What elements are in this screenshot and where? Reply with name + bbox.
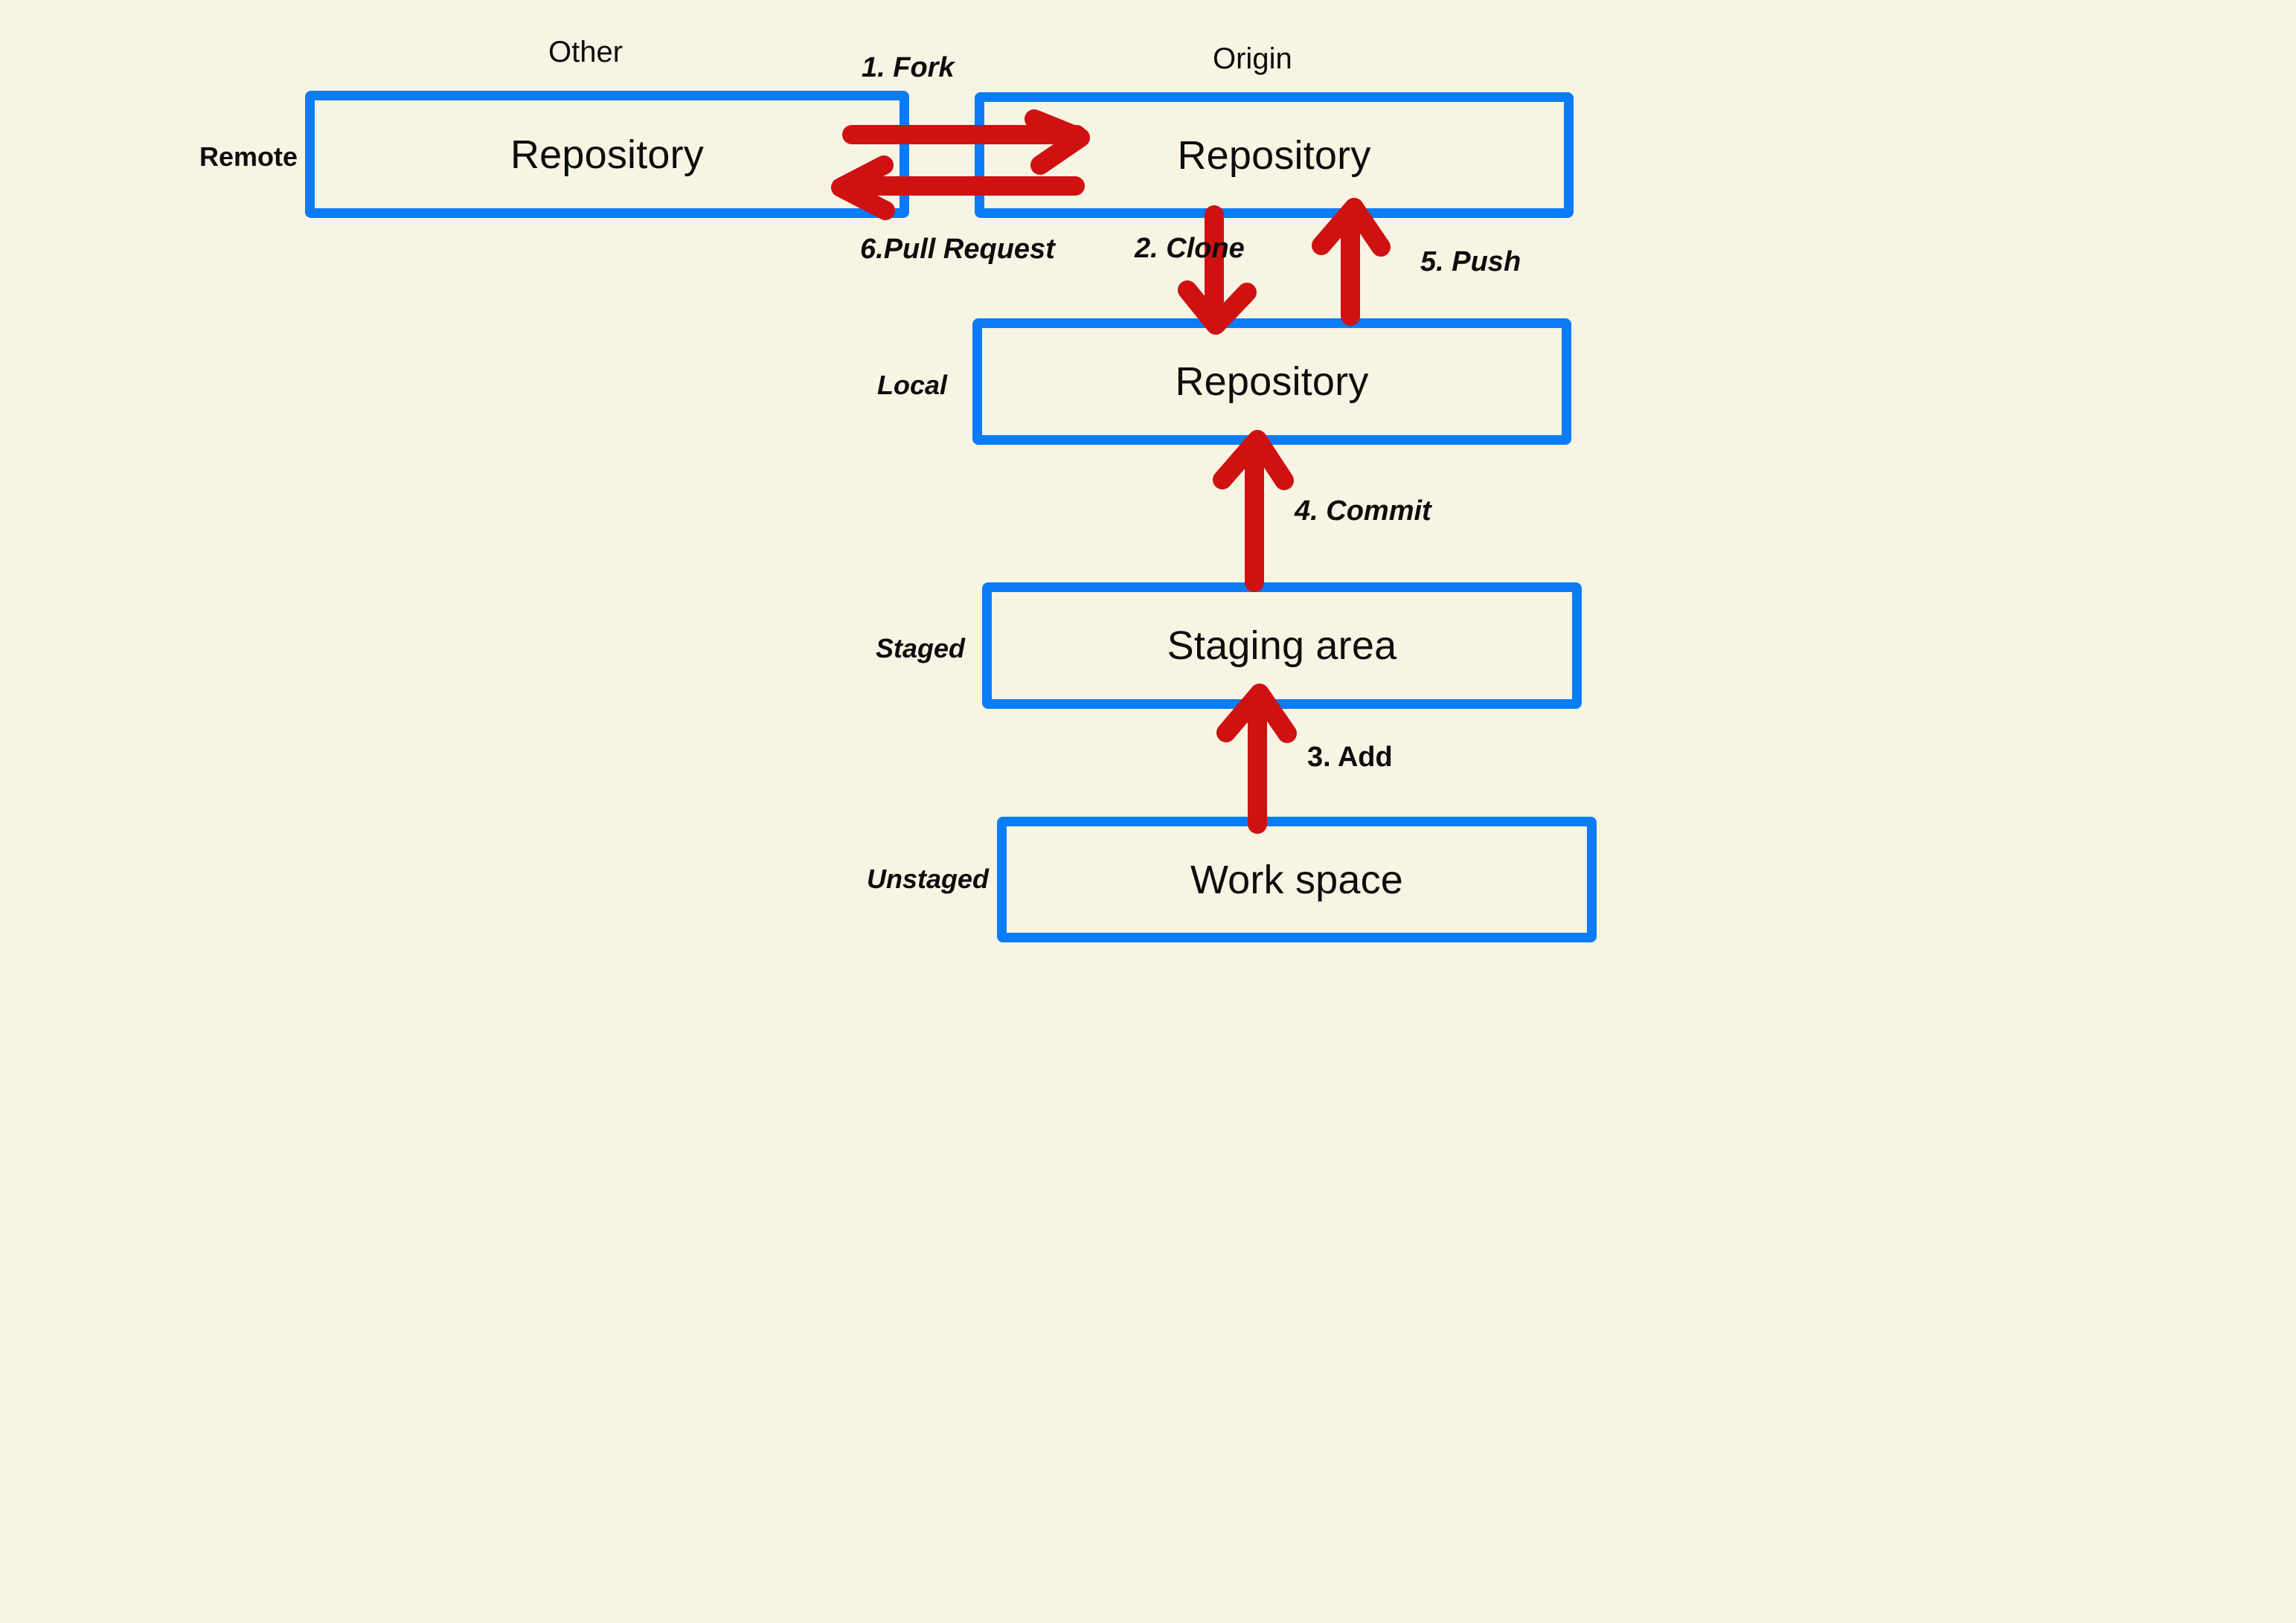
- arrow-clone: [1178, 205, 1257, 335]
- arrow-commit: [1213, 430, 1294, 592]
- zone-label-staged: Staged: [876, 633, 966, 663]
- box-staging-area[interactable]: Staging area: [982, 582, 1582, 709]
- step-label-pull-request: 6.Pull Request: [860, 234, 1055, 265]
- zone-label-local: Local: [877, 370, 948, 400]
- box-other-repository-label: Repository: [510, 132, 705, 177]
- box-staging-area-label: Staging area: [1167, 623, 1397, 668]
- box-local-repository-label: Repository: [1175, 359, 1369, 404]
- step-label-fork: 1. Fork: [862, 52, 955, 83]
- step-label-add: 3. Add: [1307, 742, 1393, 773]
- arrow-add: [1216, 684, 1297, 834]
- box-origin-repository[interactable]: Repository: [975, 92, 1574, 218]
- box-other-repository[interactable]: Repository: [305, 91, 909, 218]
- box-work-space[interactable]: Work space: [997, 817, 1597, 942]
- top-label-other: Other: [548, 36, 623, 68]
- box-origin-repository-label: Repository: [1177, 132, 1371, 178]
- box-work-space-label: Work space: [1190, 857, 1404, 902]
- arrow-push: [1312, 198, 1391, 326]
- step-label-commit: 4. Commit: [1295, 495, 1431, 527]
- top-label-origin: Origin: [1213, 42, 1292, 75]
- zone-label-unstaged: Unstaged: [867, 864, 990, 894]
- step-label-push: 5. Push: [1420, 246, 1521, 277]
- step-label-clone: 2. Clone: [1135, 233, 1245, 264]
- zone-label-remote: Remote: [199, 141, 298, 172]
- box-local-repository[interactable]: Repository: [972, 318, 1571, 445]
